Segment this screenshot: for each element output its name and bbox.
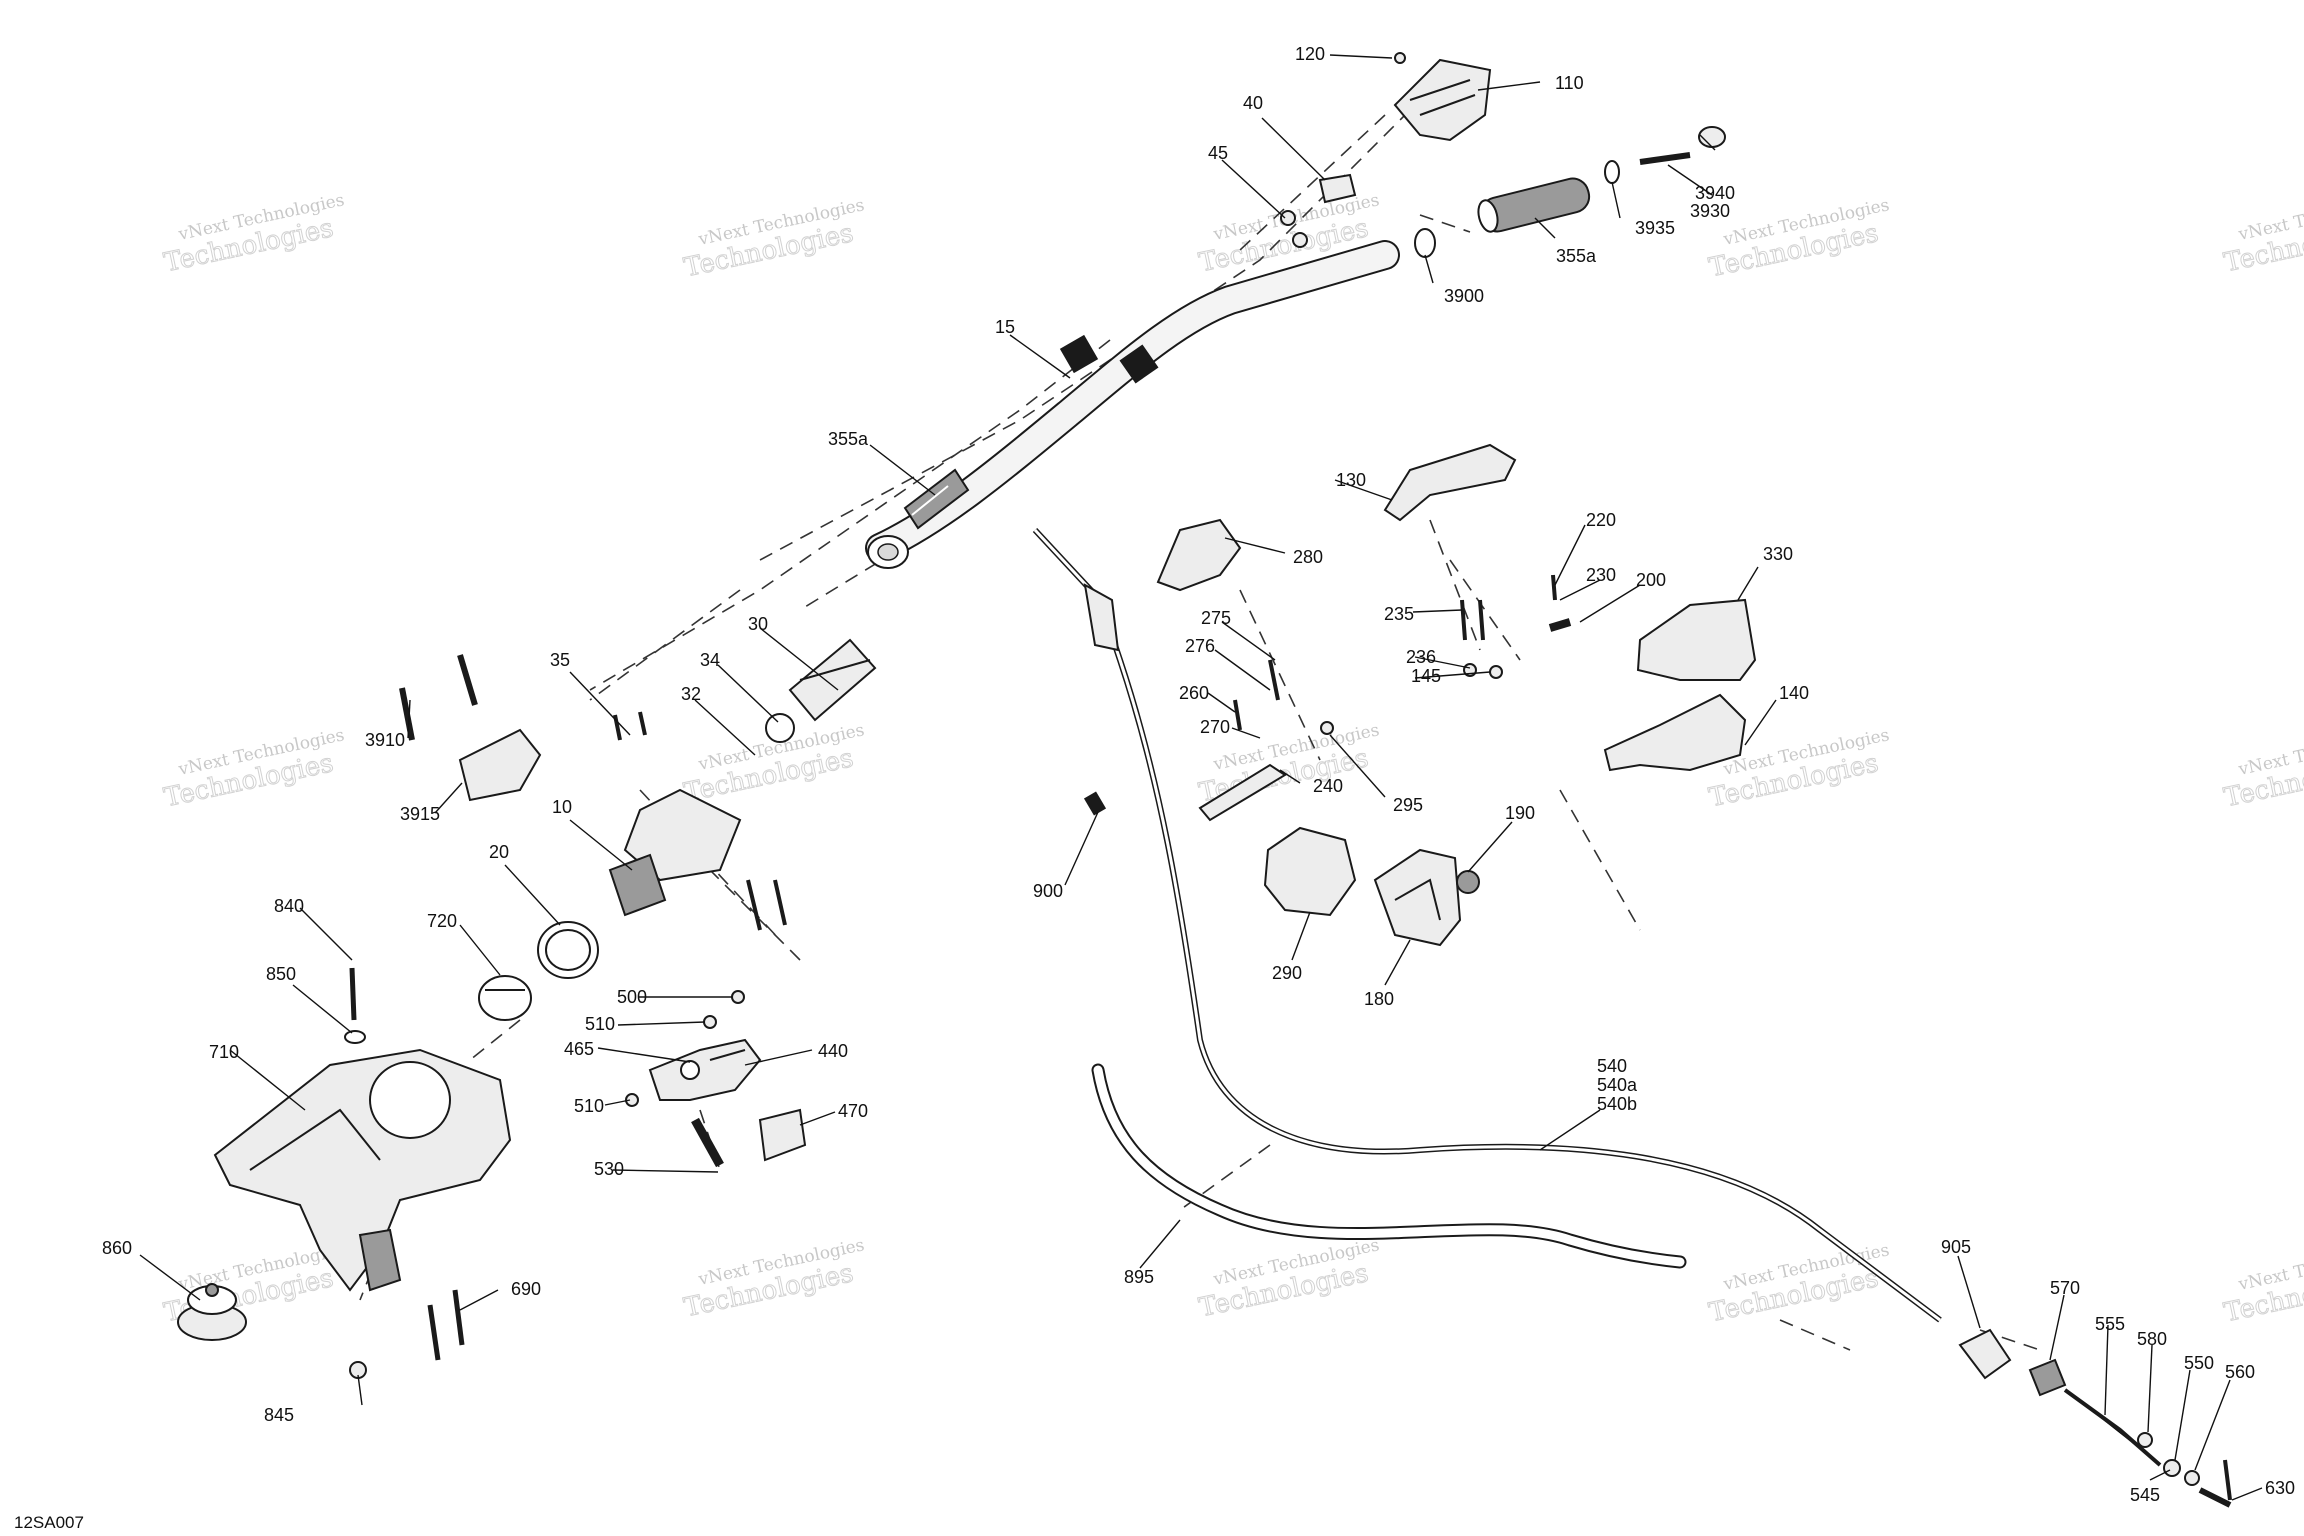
bolts xyxy=(344,711,787,1379)
brake-lever xyxy=(1383,443,1517,522)
callout-label: 550 xyxy=(2184,1353,2214,1373)
callout-label: 280 xyxy=(1293,547,1323,567)
callout-label: 540a xyxy=(1597,1075,1638,1095)
callout-label: 260 xyxy=(1179,683,1209,703)
callout-label: 270 xyxy=(1200,717,1230,737)
callout-label: 690 xyxy=(511,1279,541,1299)
callout-label: 440 xyxy=(818,1041,848,1061)
callout-label: 580 xyxy=(2137,1329,2167,1349)
callout-label: 180 xyxy=(1364,989,1394,1009)
callout-label: 465 xyxy=(564,1039,594,1059)
callout-label: 34 xyxy=(700,650,720,670)
callout-label: 15 xyxy=(995,317,1015,337)
callout-label: 120 xyxy=(1295,44,1325,64)
callout-label: 276 xyxy=(1185,636,1215,656)
callout-label: 236 xyxy=(1406,647,1436,667)
callout-label: 500 xyxy=(617,987,647,1007)
switch-housing xyxy=(1263,826,1357,917)
callout-label: 275 xyxy=(1201,608,1231,628)
callout-label: 630 xyxy=(2265,1478,2295,1498)
cable-end-parts xyxy=(1958,1328,2232,1508)
cover-bracket xyxy=(399,654,542,802)
callout-label: 900 xyxy=(1033,881,1063,901)
hose xyxy=(1091,1063,1687,1269)
callout-label: 40 xyxy=(1243,93,1263,113)
callout-label: 560 xyxy=(2225,1362,2255,1382)
throttle-lever-group xyxy=(625,990,807,1168)
callout-label: 290 xyxy=(1272,963,1302,983)
throttle-cable xyxy=(1032,527,1942,1323)
callout-label: 555 xyxy=(2095,1314,2125,1334)
steering-column xyxy=(537,638,877,979)
callout-label: 220 xyxy=(1586,510,1616,530)
callout-label: 20 xyxy=(489,842,509,862)
right-housing-cover xyxy=(1636,598,1757,681)
switch-bracket xyxy=(1156,518,1242,592)
callout-label: 110 xyxy=(1555,73,1584,93)
callout-label: 130 xyxy=(1336,470,1366,490)
callout-label: 145 xyxy=(1411,666,1441,686)
callout-label: 845 xyxy=(264,1405,294,1425)
leader-lines xyxy=(139,54,2263,1501)
callout-label: 545 xyxy=(2130,1485,2160,1505)
callout-label: 710 xyxy=(209,1042,239,1062)
callout-label: 530 xyxy=(594,1159,624,1179)
lever-240 xyxy=(1198,763,1287,822)
callout-label: 860 xyxy=(102,1238,132,1258)
callout-label: 850 xyxy=(266,964,296,984)
callout-label: 140 xyxy=(1779,683,1809,703)
callout-label: 905 xyxy=(1941,1237,1971,1257)
callout-label: 45 xyxy=(1208,143,1228,163)
callout-label: 355a xyxy=(1556,246,1597,266)
pivot-cap xyxy=(177,1283,247,1341)
callout-label: 330 xyxy=(1763,544,1793,564)
column-cap xyxy=(478,975,532,1021)
callout-label: 190 xyxy=(1505,803,1535,823)
callout-label: 3940 xyxy=(1695,183,1735,203)
base-bracket xyxy=(213,1048,512,1292)
callout-labels: 120 110 40 45 3940 3930 3935 355a 3900 1… xyxy=(102,44,2295,1505)
callout-label: 3930 xyxy=(1690,201,1730,221)
knob xyxy=(1456,870,1480,894)
callout-label: 540 xyxy=(1597,1056,1627,1076)
switch-cover xyxy=(1373,848,1462,947)
clamp-pieces xyxy=(1280,173,1357,248)
callout-label: 3935 xyxy=(1635,218,1675,238)
callout-label: 35 xyxy=(550,650,570,670)
callout-label: 10 xyxy=(552,797,572,817)
callout-label: 32 xyxy=(681,684,701,704)
callout-label: 235 xyxy=(1384,604,1414,624)
callout-label: 30 xyxy=(748,614,768,634)
callout-label: 240 xyxy=(1313,776,1343,796)
callout-label: 510 xyxy=(574,1096,604,1116)
callout-label: 355a xyxy=(828,429,869,449)
callout-label: 295 xyxy=(1393,795,1423,815)
callout-label: 3900 xyxy=(1444,286,1484,306)
reference-code: 12SA007 xyxy=(14,1513,84,1532)
callout-label: 470 xyxy=(838,1101,868,1121)
bar-end-parts xyxy=(1414,126,1726,258)
callout-label: 3915 xyxy=(400,804,440,824)
callout-label: 840 xyxy=(274,896,304,916)
callout-label: 570 xyxy=(2050,1278,2080,1298)
left-grip xyxy=(903,468,970,530)
top-clamp xyxy=(1393,52,1492,142)
callout-label: 720 xyxy=(427,911,457,931)
right-housing xyxy=(1603,693,1747,772)
callout-label: 895 xyxy=(1124,1267,1154,1287)
callout-label: 510 xyxy=(585,1014,615,1034)
callout-label: 230 xyxy=(1586,565,1616,585)
callout-label: 200 xyxy=(1636,570,1666,590)
callout-label: 3910 xyxy=(365,730,405,750)
callout-label: 540b xyxy=(1597,1094,1637,1114)
handlebar xyxy=(865,240,1400,569)
